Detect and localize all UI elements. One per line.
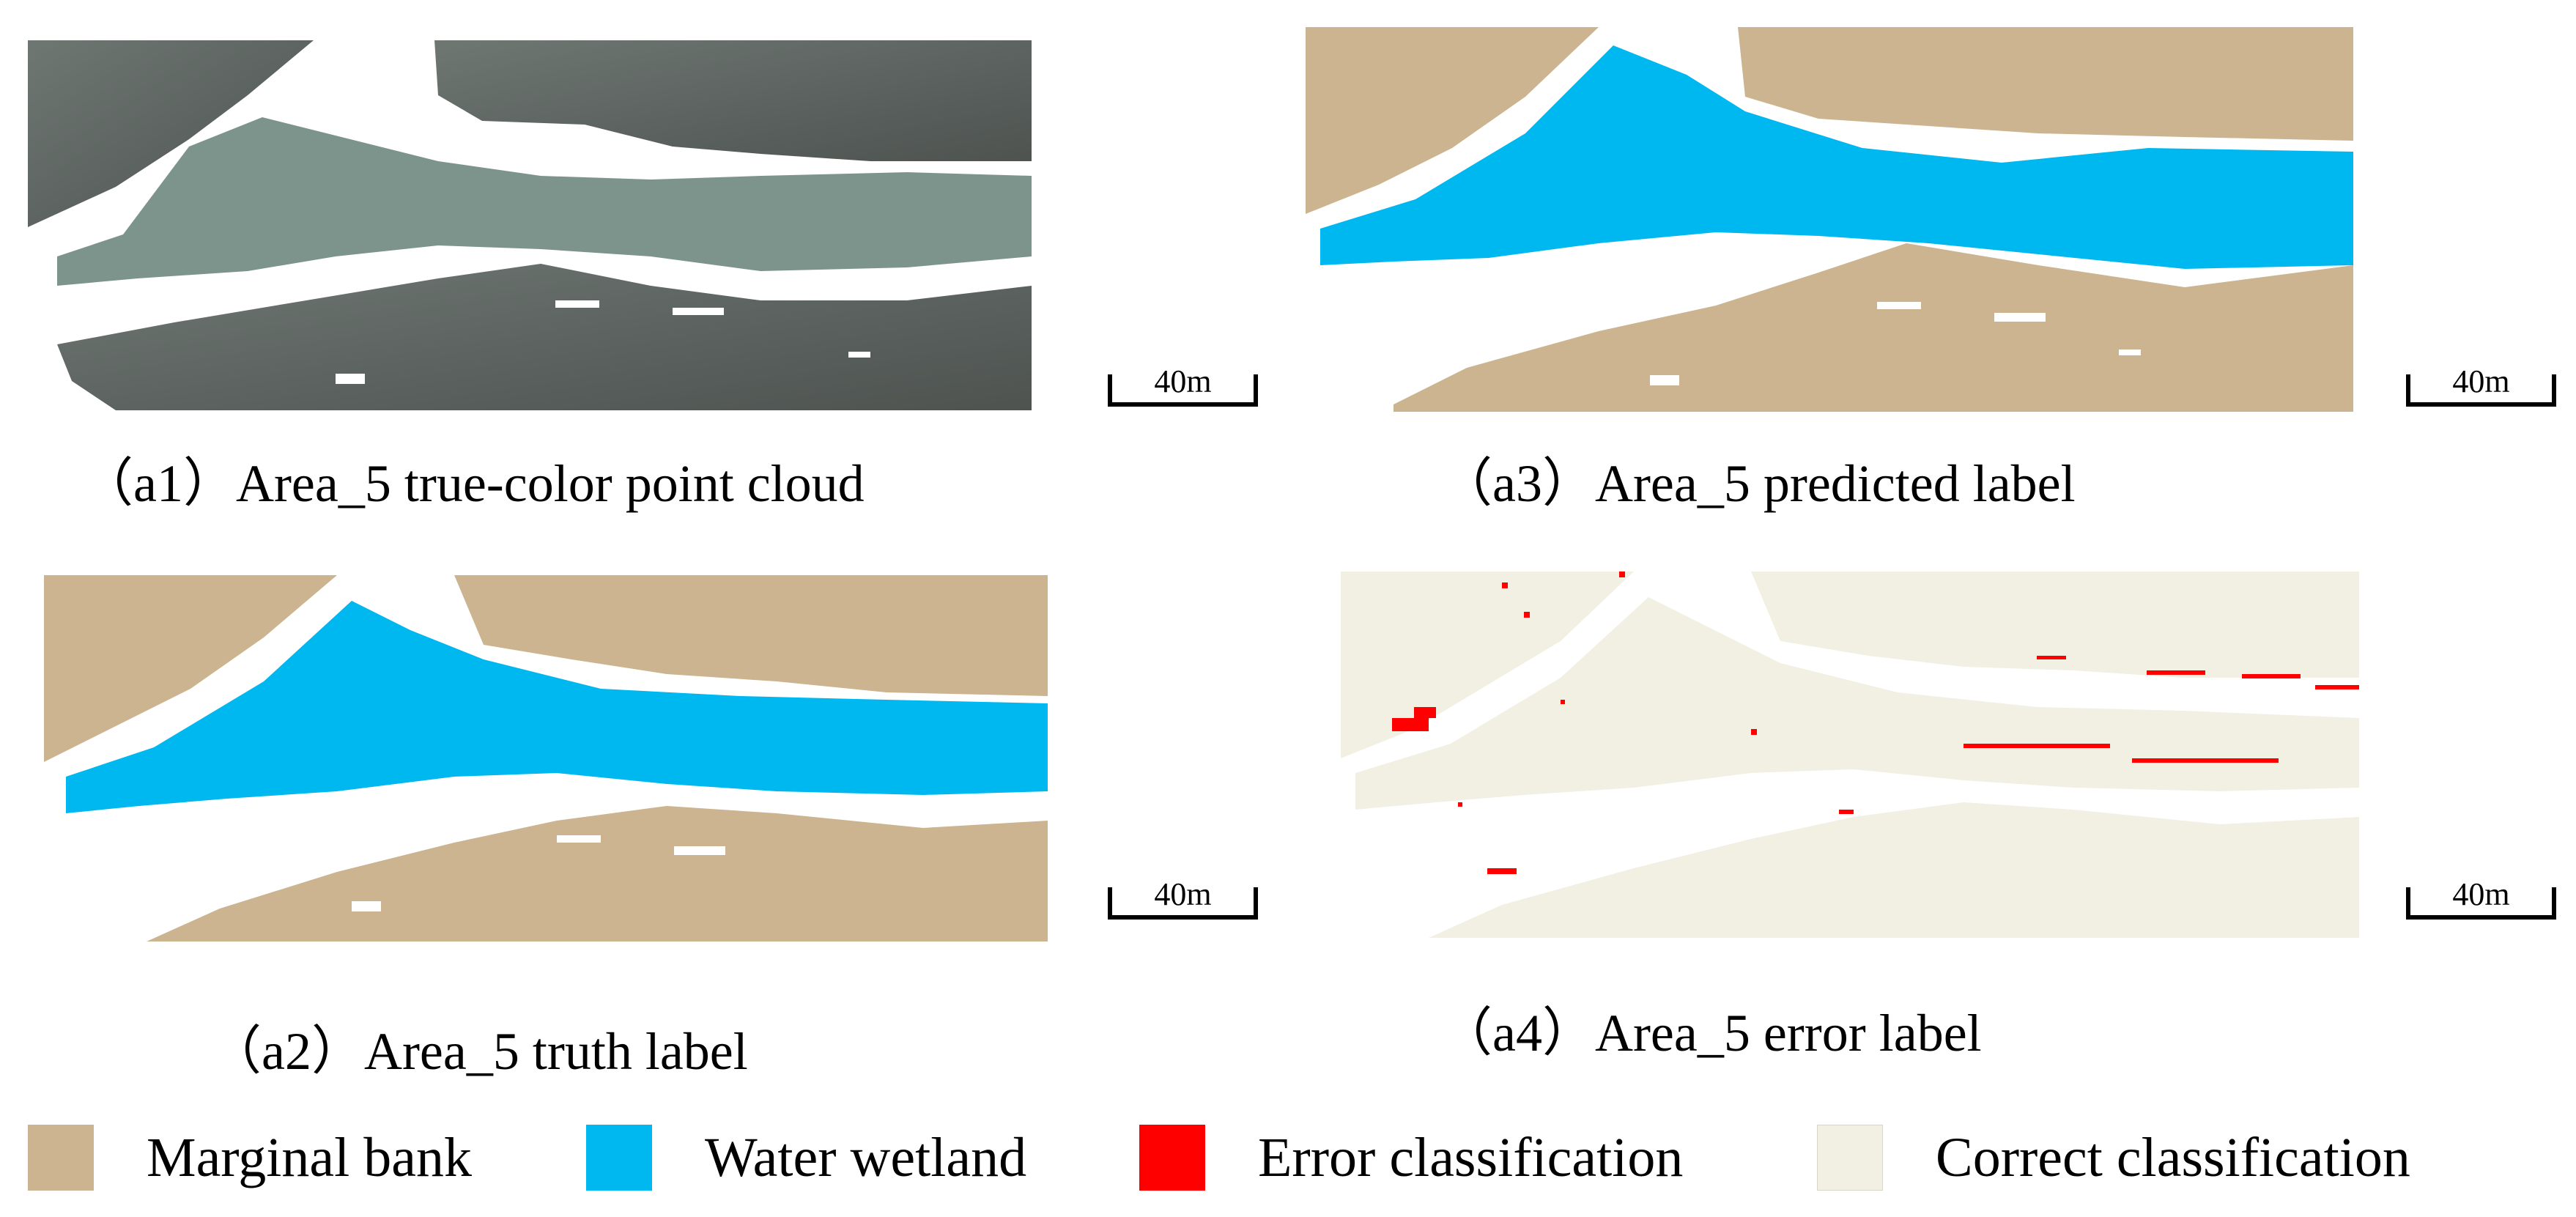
scale-label: 40m [2452, 363, 2510, 399]
scale-bar-a1: 40m [1108, 366, 1258, 407]
legend-swatch-water-wetland [586, 1125, 652, 1191]
scale-bar-a3: 40m [2406, 366, 2556, 407]
caption-a1: （a1）Area_5 true-color point cloud [81, 454, 865, 513]
scale-tick [2406, 887, 2410, 920]
scale-line [1108, 402, 1258, 407]
legend-item-marginal-bank: Marginal bank [28, 1125, 472, 1191]
caption-a4: （a4）Area_5 error label [1440, 1004, 1982, 1062]
legend-item-correct-classification: Correct classification [1817, 1125, 2410, 1191]
scale-label: 40m [1154, 363, 1212, 399]
scale-tick [1108, 374, 1112, 407]
legend-swatch-error-classification [1139, 1125, 1205, 1191]
legend-item-error-classification: Error classification [1139, 1125, 1683, 1191]
true-color-point-cloud-image [28, 40, 1032, 410]
legend-label: Water wetland [705, 1127, 1027, 1188]
panel-a4-error-label [1341, 568, 2366, 945]
legend-swatch-marginal-bank [28, 1125, 94, 1191]
legend-label: Correct classification [1936, 1127, 2410, 1188]
legend-label: Error classification [1258, 1127, 1684, 1188]
scale-tick [1108, 887, 1112, 920]
scale-tick [1254, 887, 1258, 920]
scale-bar-a4: 40m [2406, 878, 2556, 920]
panel-a3-predicted-label [1306, 23, 2361, 419]
predicted-label-image [1306, 27, 2353, 412]
error-label-image [1341, 571, 2359, 938]
legend-item-water-wetland: Water wetland [586, 1125, 1026, 1191]
caption-a2: （a2）Area_5 truth label [209, 1022, 748, 1081]
panel-a1-true-color-point-cloud [28, 37, 1039, 418]
legend-swatch-correct-classification [1817, 1125, 1883, 1191]
panel-a2-truth-label [44, 571, 1055, 945]
scale-line [1108, 915, 1258, 920]
scale-label: 40m [2452, 876, 2510, 912]
scale-bar-a2: 40m [1108, 878, 1258, 920]
scale-tick [2552, 887, 2556, 920]
scale-label: 40m [1154, 876, 1212, 912]
scale-tick [2406, 374, 2410, 407]
scale-line [2406, 402, 2556, 407]
truth-label-image [44, 575, 1048, 942]
scale-line [2406, 915, 2556, 920]
scale-tick [2552, 374, 2556, 407]
legend-label: Marginal bank [147, 1127, 472, 1188]
scale-tick [1254, 374, 1258, 407]
caption-a3: （a3）Area_5 predicted label [1440, 454, 2076, 513]
